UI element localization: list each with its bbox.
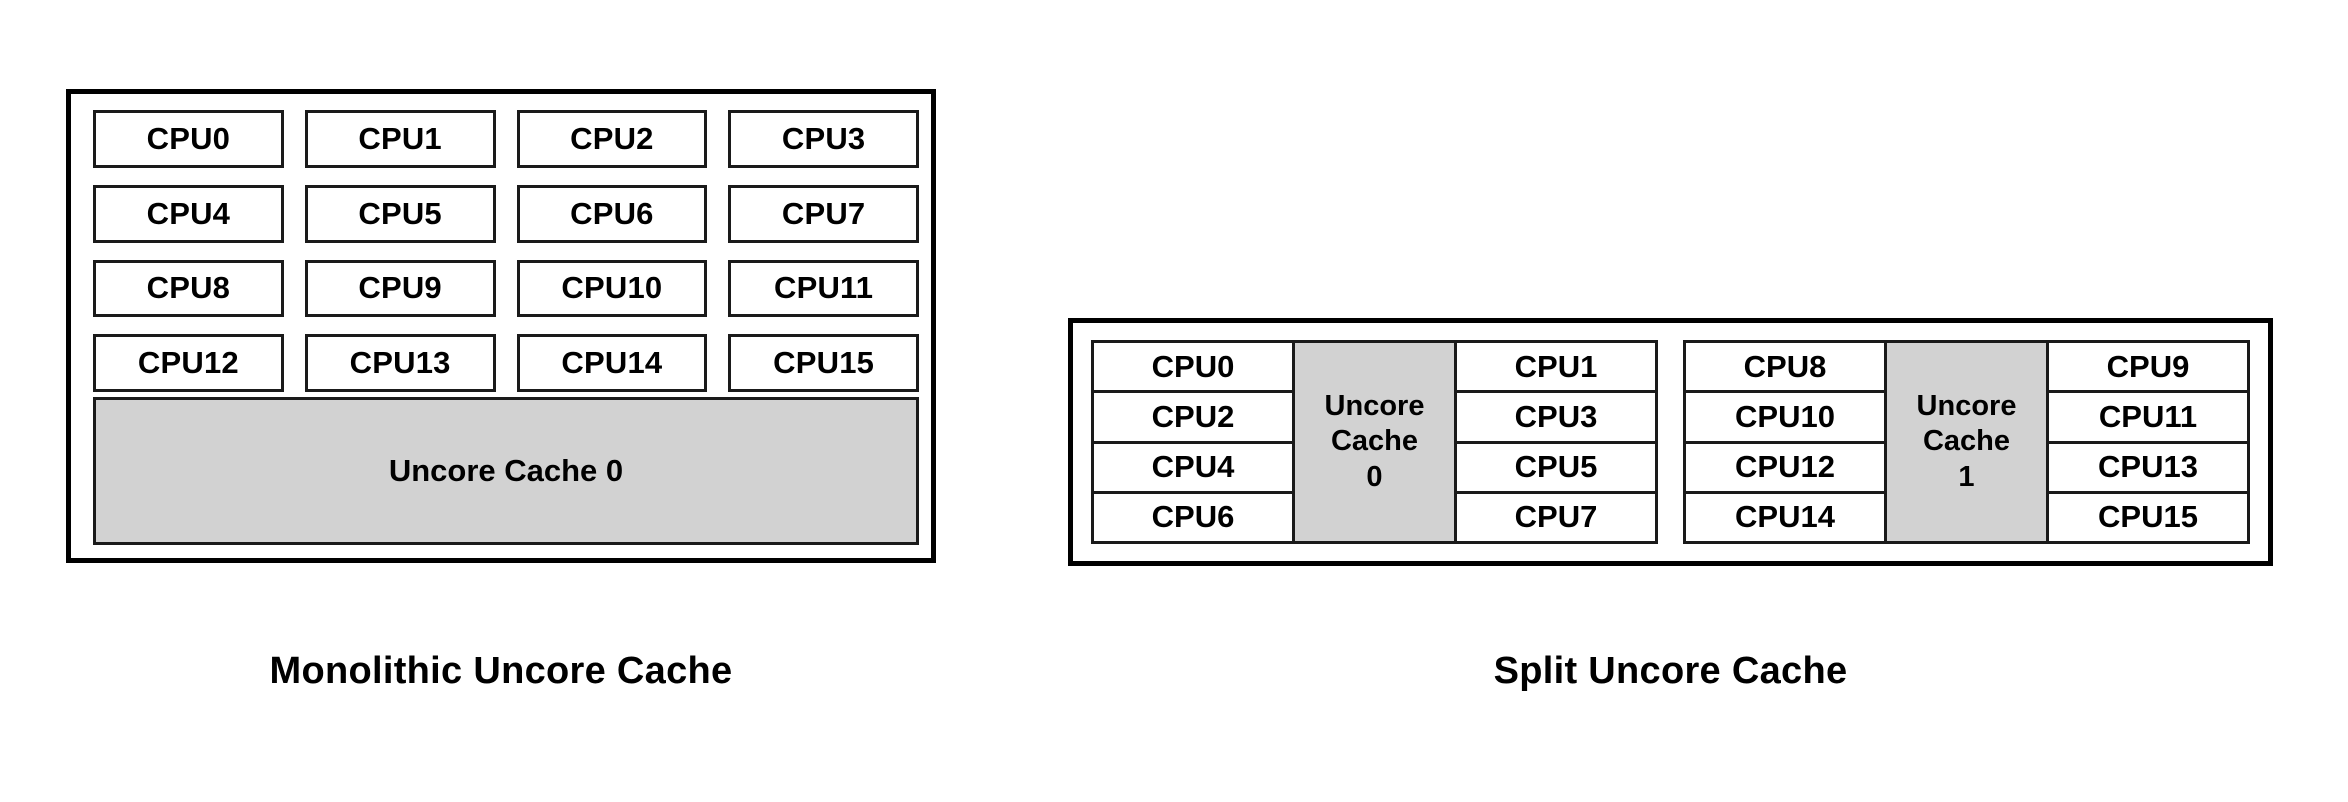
cpu-box: CPU8	[93, 259, 284, 318]
cpu-box: CPU9	[304, 259, 496, 318]
cpu-box: CPU5	[304, 184, 496, 243]
cpu-box: CPU10	[1683, 390, 1887, 444]
cpu-cluster-1: CPU8 CPU10 CPU12 CPU14 Uncore Cache 1 CP…	[1683, 340, 2250, 544]
uncore-cache-label-line1: Uncore	[1916, 389, 2017, 422]
uncore-cache-label-line1: Uncore	[1324, 389, 1425, 422]
uncore-cache-block: Uncore Cache 0	[1292, 340, 1457, 544]
uncore-cache-block: Uncore Cache 1	[1884, 340, 2049, 544]
cpu-box: CPU7	[1454, 490, 1658, 544]
cpu-box: CPU5	[1454, 440, 1658, 494]
uncore-cache-label-line2: Cache	[1922, 425, 2011, 458]
uncore-cache-label-line3: 0	[1366, 460, 1383, 493]
cpu-box: CPU11	[728, 259, 919, 318]
split-diagram-caption: Split Uncore Cache	[1493, 650, 1848, 692]
cpu-box: CPU12	[1683, 440, 1887, 494]
cpu-box: CPU14	[516, 334, 708, 392]
cpu-box: CPU15	[728, 334, 919, 392]
cluster-0-left-cpu-column: CPU0 CPU2 CPU4 CPU6	[1091, 340, 1295, 544]
monolithic-diagram-caption: Monolithic Uncore Cache	[269, 650, 733, 692]
cluster-1-right-cpu-column: CPU9 CPU11 CPU13 CPU15	[2046, 340, 2250, 544]
cpu-box: CPU6	[1091, 490, 1295, 544]
split-uncore-diagram: CPU0 CPU2 CPU4 CPU6 Uncore Cache 0 CPU1 …	[1068, 318, 2273, 566]
cpu-box: CPU2	[1091, 390, 1295, 444]
cpu-box: CPU12	[93, 334, 284, 392]
cpu-box: CPU3	[1454, 390, 1658, 444]
cpu-box: CPU9	[2046, 340, 2250, 394]
cpu-box: CPU6	[516, 184, 708, 243]
cpu-box: CPU7	[728, 184, 919, 243]
monolithic-uncore-diagram: CPU0 CPU1 CPU2 CPU3 CPU4 CPU5 CPU6 CPU7 …	[66, 89, 936, 563]
monolithic-cpu-grid: CPU0 CPU1 CPU2 CPU3 CPU4 CPU5 CPU6 CPU7 …	[93, 110, 919, 392]
cpu-box: CPU2	[516, 110, 708, 168]
cpu-box: CPU15	[2046, 490, 2250, 544]
cpu-box: CPU11	[2046, 390, 2250, 444]
cpu-box: CPU1	[1454, 340, 1658, 394]
uncore-cache-label-line3: 1	[1958, 460, 1975, 493]
cpu-box: CPU3	[728, 110, 919, 168]
cpu-box: CPU4	[1091, 440, 1295, 494]
cpu-box: CPU13	[2046, 440, 2250, 494]
cluster-1-left-cpu-column: CPU8 CPU10 CPU12 CPU14	[1683, 340, 1887, 544]
cpu-box: CPU1	[304, 110, 496, 168]
cluster-0-right-cpu-column: CPU1 CPU3 CPU5 CPU7	[1454, 340, 1658, 544]
cpu-box: CPU8	[1683, 340, 1887, 394]
uncore-cache-block: Uncore Cache 0	[93, 397, 919, 545]
cpu-box: CPU0	[93, 110, 284, 168]
cpu-box: CPU14	[1683, 490, 1887, 544]
cpu-box: CPU10	[516, 259, 708, 318]
cpu-cluster-0: CPU0 CPU2 CPU4 CPU6 Uncore Cache 0 CPU1 …	[1091, 340, 1658, 544]
cpu-box: CPU0	[1091, 340, 1295, 394]
cpu-box: CPU4	[93, 184, 284, 243]
uncore-cache-label-line2: Cache	[1330, 425, 1419, 458]
cpu-box: CPU13	[304, 334, 496, 392]
